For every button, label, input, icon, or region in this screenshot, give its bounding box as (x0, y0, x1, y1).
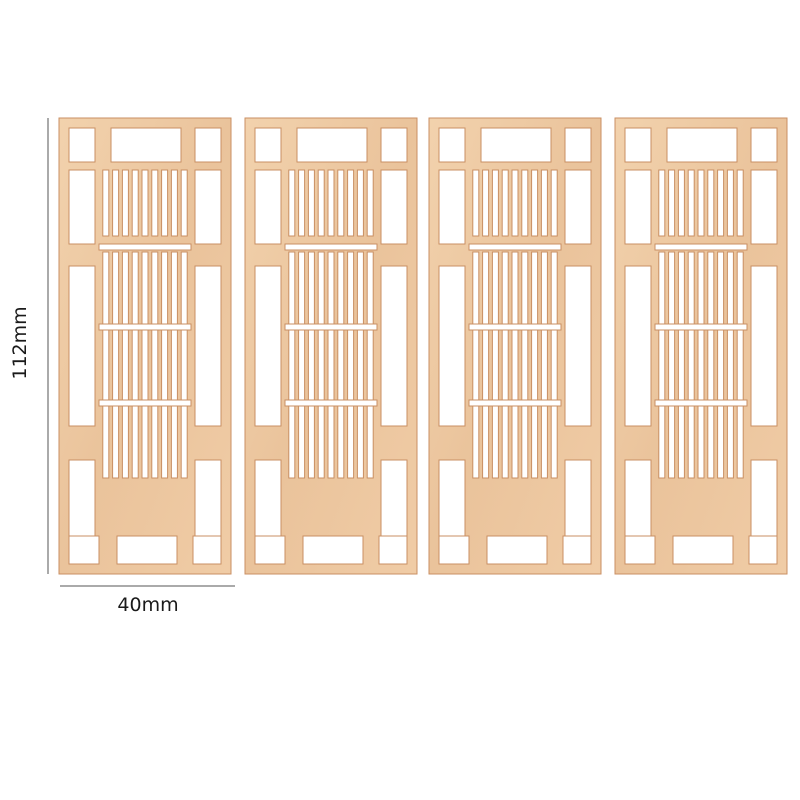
lattice-panel (428, 117, 602, 575)
lattice-panel (244, 117, 418, 575)
height-dimension-label: 112mm (9, 306, 31, 380)
lattice-panel (614, 117, 788, 575)
lattice-panel (58, 117, 232, 575)
width-dimension-label: 40mm (117, 594, 179, 616)
